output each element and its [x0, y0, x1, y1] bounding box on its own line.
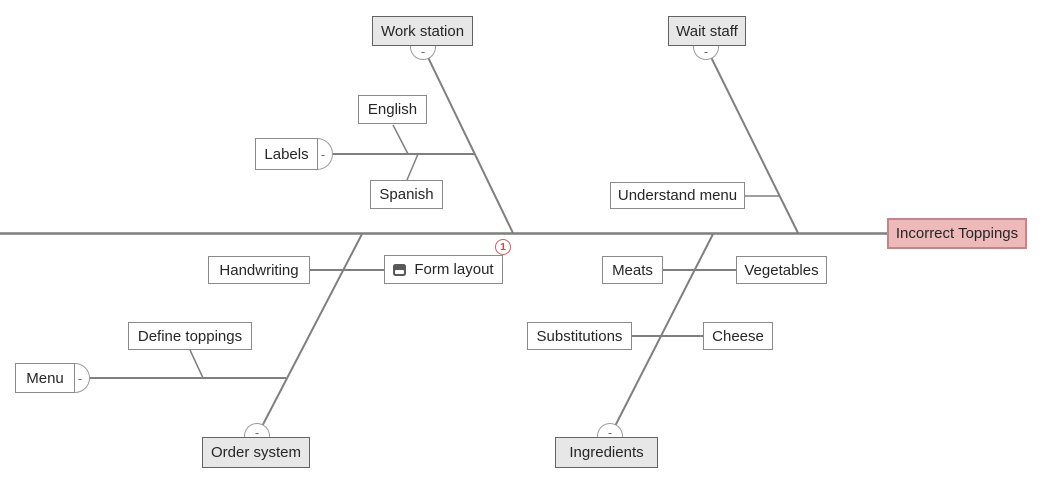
cause-box-english[interactable]: English — [358, 95, 427, 124]
effect-box-incorrect-toppings[interactable]: Incorrect Toppings — [887, 218, 1027, 249]
rib-line-work-station[interactable] — [422, 46, 514, 234]
rib-line-order-system[interactable] — [256, 233, 363, 437]
cause-box-meats[interactable]: Meats — [602, 256, 663, 284]
category-box-work-station[interactable]: Work station — [372, 16, 473, 46]
category-box-order-system[interactable]: Order system — [202, 437, 310, 468]
comment-count-badge[interactable]: 1 — [495, 239, 511, 255]
cause-connector-spanish[interactable] — [406, 153, 419, 181]
cause-connector-english[interactable] — [392, 124, 409, 155]
cause-box-understand-menu[interactable]: Understand menu — [610, 182, 745, 209]
cause-box-cheese[interactable]: Cheese — [703, 322, 773, 350]
cause-box-labels[interactable]: Labels — [255, 138, 318, 170]
cause-box-substitutions[interactable]: Substitutions — [527, 322, 632, 350]
cause-box-spanish[interactable]: Spanish — [370, 180, 443, 209]
cause-box-form-layout-label: Form layout — [414, 261, 494, 278]
rib-line-wait-staff[interactable] — [705, 46, 799, 234]
cause-box-vegetables[interactable]: Vegetables — [736, 256, 827, 284]
cause-box-define-toppings[interactable]: Define toppings — [128, 322, 252, 350]
cause-box-form-layout[interactable]: Form layout — [384, 255, 503, 284]
cause-box-handwriting[interactable]: Handwriting — [208, 256, 310, 284]
cause-box-menu[interactable]: Menu — [15, 363, 75, 393]
category-box-wait-staff[interactable]: Wait staff — [668, 16, 746, 46]
category-box-ingredients[interactable]: Ingredients — [555, 437, 658, 468]
comment-icon — [393, 263, 407, 276]
cause-connector-define-toppings[interactable] — [189, 349, 204, 379]
